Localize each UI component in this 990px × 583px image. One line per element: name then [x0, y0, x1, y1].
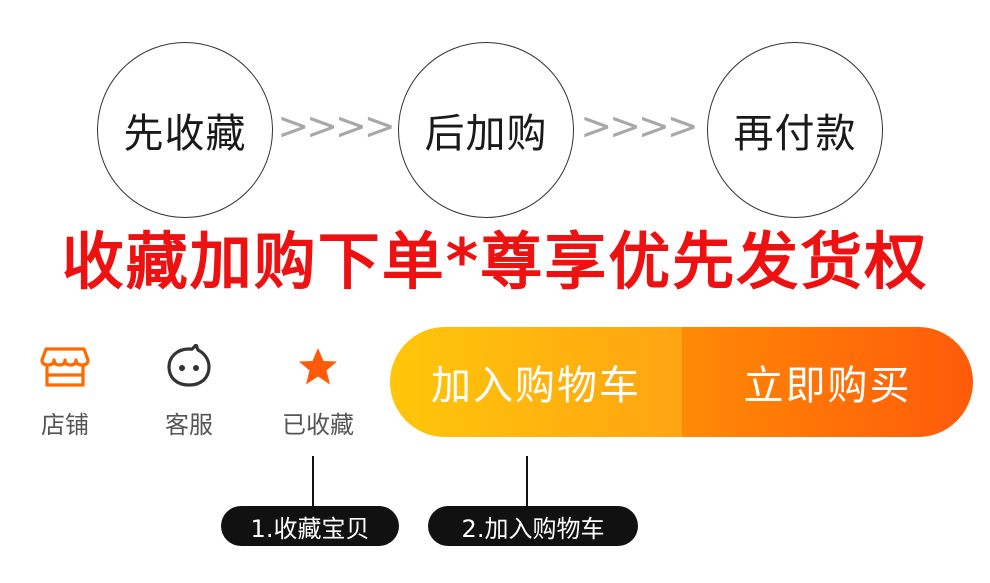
shop-icon	[37, 340, 93, 393]
callout-tag-add-cart: 2.加入购物车	[428, 506, 638, 546]
shop-tab[interactable]: 店铺	[15, 340, 115, 440]
favorite-tab[interactable]: 已收藏	[268, 340, 368, 440]
step-circle-favorite: 先收藏	[97, 42, 273, 218]
star-icon	[290, 340, 346, 393]
callout-line	[312, 456, 314, 506]
step-label: 后加购	[424, 111, 548, 157]
callout-line	[526, 456, 528, 506]
action-button-group: 加入购物车 立即购买	[390, 327, 973, 437]
step-circle-pay: 再付款	[707, 42, 883, 218]
callout-tag-favorite: 1.收藏宝贝	[221, 506, 399, 546]
chat-icon	[161, 340, 217, 393]
service-tab[interactable]: 客服	[139, 340, 239, 440]
favorite-tab-label: 已收藏	[282, 411, 354, 439]
step-arrows: >>>>	[277, 104, 395, 148]
promo-headline: 收藏加购下单*尊享优先发货权	[61, 225, 929, 298]
add-to-cart-button[interactable]: 加入购物车	[390, 327, 682, 437]
shop-tab-label: 店铺	[41, 411, 89, 439]
step-label: 先收藏	[123, 111, 247, 157]
service-tab-label: 客服	[165, 411, 213, 439]
step-circle-add-cart: 后加购	[398, 42, 574, 218]
step-arrows: >>>>	[580, 104, 698, 148]
step-label: 再付款	[733, 111, 857, 157]
buy-now-button[interactable]: 立即购买	[682, 327, 973, 437]
